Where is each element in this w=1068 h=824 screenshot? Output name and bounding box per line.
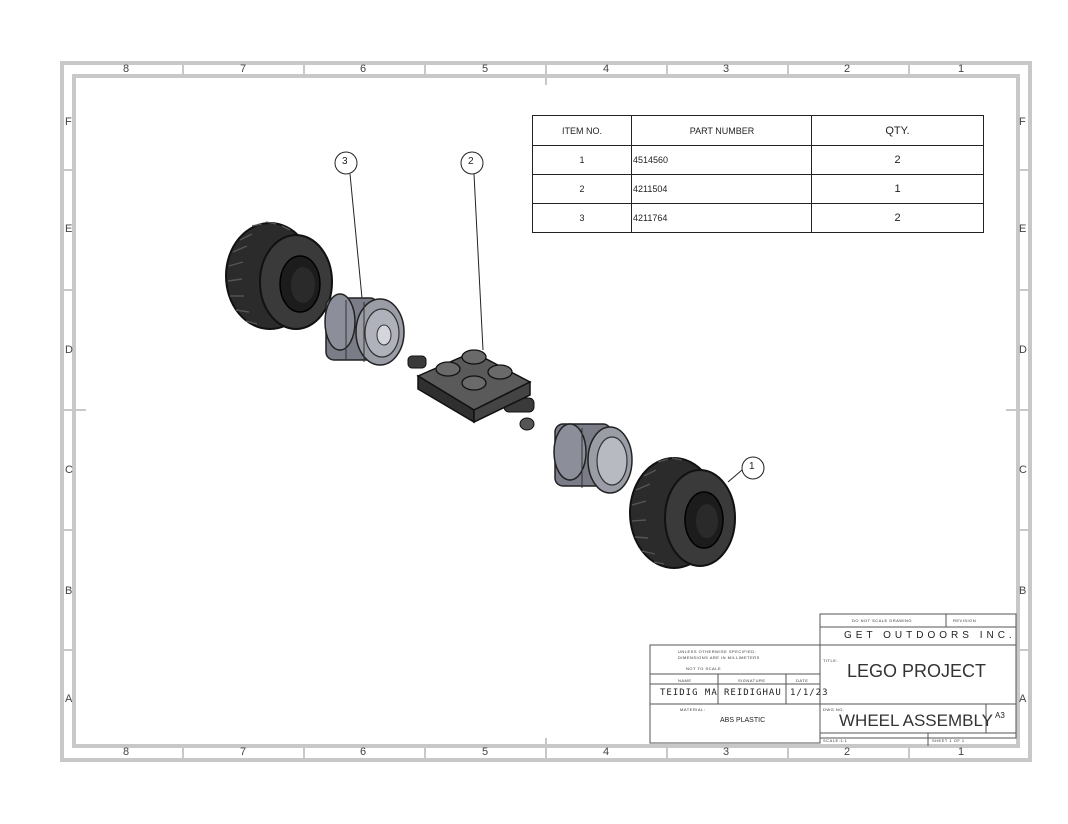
zone-col-3: 3 [723, 63, 730, 75]
bom-qty: 2 [811, 203, 984, 233]
balloon-2: 2 [468, 156, 474, 167]
drawing-number: WHEEL ASSEMBLY [839, 711, 993, 730]
zone-col-6-bottom: 6 [360, 746, 367, 758]
zone-col-7-bottom: 7 [240, 746, 247, 758]
zone-row-c: C [65, 464, 73, 476]
bom-item-no: 2 [532, 174, 632, 204]
zone-row-d: D [65, 344, 73, 356]
date-label: DATE [796, 678, 809, 683]
sheet-label: SHEET 1 OF 1 [932, 738, 965, 743]
bom-row: 3 4211764 2 [532, 203, 984, 233]
zone-col-5-bottom: 5 [482, 746, 489, 758]
bom-part-number: 4211764 [631, 203, 812, 233]
bom-header-qty: QTY. [811, 115, 984, 146]
title-label: TITLE: [823, 658, 839, 663]
zone-col-1: 1 [958, 63, 965, 75]
revision-label: REVISION [953, 618, 977, 623]
balloon-leaders [349, 173, 743, 483]
rim-left [324, 293, 405, 366]
material-value: ABS PLASTIC [720, 717, 766, 724]
zone-col-3-bottom: 3 [723, 746, 730, 758]
zone-col-8: 8 [123, 63, 130, 75]
bill-of-materials: ITEM NO. PART NUMBER QTY. 1 4514560 2 2 … [532, 115, 984, 233]
signature-value: REIDIGHAU [724, 688, 782, 698]
bom-row: 1 4514560 2 [532, 145, 984, 175]
zone-col-7: 7 [240, 63, 247, 75]
bom-item-no: 1 [532, 145, 632, 175]
zone-row-f: F [65, 116, 72, 128]
date-value: 1/1/23 [790, 688, 829, 698]
zone-row-f-right: F [1019, 116, 1026, 128]
zone-col-1-bottom: 1 [958, 746, 965, 758]
bom-part-number: 4211504 [631, 174, 812, 204]
company-name: GET OUTDOORS INC. [844, 630, 1016, 641]
bom-header-row: ITEM NO. PART NUMBER QTY. [532, 115, 984, 146]
do-not-scale-note: DO NOT SCALE DRAWING [852, 618, 913, 623]
zone-col-2-bottom: 2 [844, 746, 851, 758]
bom-qty: 2 [811, 145, 984, 175]
name-label: NAME [678, 678, 692, 683]
zone-col-6: 6 [360, 63, 367, 75]
dims-note-2: DIMENSIONS ARE IN MILLIMETERS [678, 655, 760, 660]
bom-item-no: 3 [532, 203, 632, 233]
drawing-title: LEGO PROJECT [847, 661, 987, 681]
zone-row-a-right: A [1019, 693, 1027, 705]
title-block-lines [649, 613, 1017, 746]
bom-row: 2 4211504 1 [532, 174, 984, 204]
dims-note-1: UNLESS OTHERWISE SPECIFIED: [678, 649, 757, 654]
balloon-circles [334, 151, 765, 480]
name-value: TEIDIG MA [660, 688, 718, 698]
sheet-size: A3 [995, 711, 1005, 720]
zone-row-b: B [65, 585, 73, 597]
zone-ticks [62, 63, 1030, 760]
balloon-3: 3 [342, 156, 348, 167]
balloon-1: 1 [749, 461, 755, 472]
signature-label: SIGNATURE [738, 678, 766, 683]
rim-right [553, 423, 633, 494]
zone-col-8-bottom: 8 [123, 746, 130, 758]
bom-header-item: ITEM NO. [532, 115, 632, 146]
zone-row-a: A [65, 693, 73, 705]
scale-label: SCALE:1:1 [823, 738, 848, 743]
zone-col-2: 2 [844, 63, 851, 75]
bom-header-part: PART NUMBER [631, 115, 812, 146]
zone-row-e-right: E [1019, 223, 1027, 235]
zone-col-5: 5 [482, 63, 489, 75]
material-label: MATERIAL: [680, 707, 706, 712]
zone-row-b-right: B [1019, 585, 1027, 597]
zone-row-d-right: D [1019, 344, 1027, 356]
zone-col-4-bottom: 4 [603, 746, 610, 758]
bom-qty: 1 [811, 174, 984, 204]
tire-left [225, 221, 333, 330]
dwg-no-label: DWG NO. [823, 707, 845, 712]
bom-part-number: 4514560 [631, 145, 812, 175]
tire-right [629, 457, 736, 569]
dims-note-3: NOT TO SCALE [686, 666, 722, 671]
zone-col-4: 4 [603, 63, 610, 75]
axle-plate [407, 349, 535, 431]
zone-row-e: E [65, 223, 73, 235]
zone-row-c-right: C [1019, 464, 1027, 476]
